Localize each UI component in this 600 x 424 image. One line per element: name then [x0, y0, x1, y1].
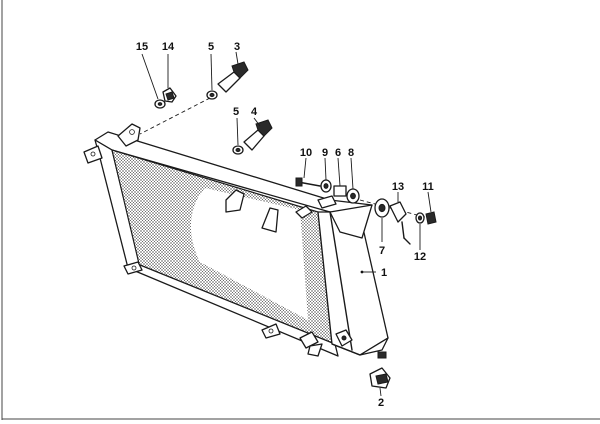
part-14-bolt — [162, 54, 177, 103]
callout-7: 7 — [379, 245, 385, 257]
mount-tab-top-left — [117, 123, 141, 147]
callout-5-upper: 5 — [208, 41, 214, 53]
callout-labels: 1 2 3 4 5 5 6 7 8 9 10 11 12 13 14 15 — [136, 41, 434, 409]
callout-1: 1 — [381, 267, 387, 279]
part-6-bushing — [333, 157, 347, 197]
callout-8: 8 — [348, 147, 354, 159]
part-7-grommet — [374, 198, 390, 242]
callout-12: 12 — [414, 251, 426, 263]
callout-4: 4 — [251, 106, 258, 118]
callout-14: 14 — [162, 41, 175, 53]
part-12-washer — [415, 212, 425, 250]
callout-11: 11 — [422, 181, 434, 193]
part-10-bolt — [295, 157, 321, 187]
callout-2: 2 — [378, 397, 384, 409]
mount-tab-bottom-left — [123, 261, 143, 275]
part-15-washer — [141, 53, 166, 109]
radiator-core-highlight — [190, 188, 308, 320]
bracket-top-mid — [225, 189, 245, 213]
mount-tab-left-end — [83, 145, 103, 164]
bracket-top-right — [261, 207, 279, 233]
radiator-assembly — [83, 123, 389, 359]
callout-15: 15 — [136, 41, 148, 53]
mount-tab-bottom-right — [299, 331, 319, 349]
part-5-washer-lower — [232, 117, 244, 155]
rubber-mount-part-2 — [369, 367, 391, 397]
callout-13: 13 — [392, 181, 404, 193]
assembly-line-upper — [139, 97, 211, 135]
part-5-washer-upper — [206, 53, 218, 100]
callout-3: 3 — [234, 41, 240, 53]
part-9-spacer — [320, 157, 332, 193]
callout-10: 10 — [300, 147, 312, 159]
mount-tab-bottom-mid — [261, 323, 281, 339]
part-13-bracket — [389, 192, 411, 245]
radiator-right-flange — [329, 204, 373, 239]
part-11-nut — [425, 191, 437, 225]
callout-5-lower: 5 — [233, 106, 239, 118]
callout-9: 9 — [322, 147, 328, 159]
part-4-filler-neck — [243, 117, 273, 151]
part-3-filler-neck — [217, 51, 249, 93]
part-8-grommet — [346, 157, 360, 204]
callout-6: 6 — [335, 147, 341, 159]
